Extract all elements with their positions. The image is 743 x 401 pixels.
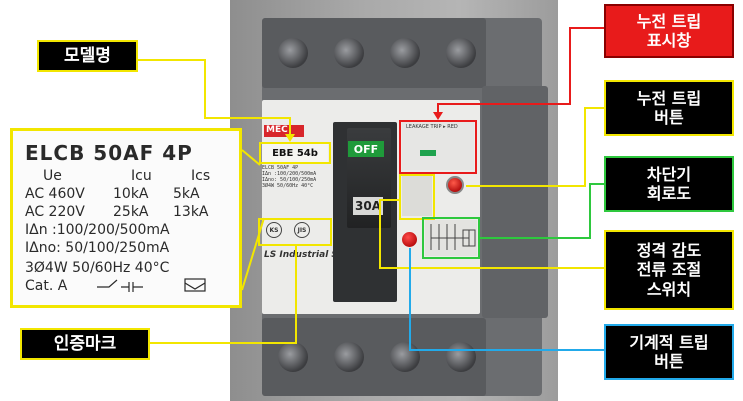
sensitivity-highlight [399, 174, 435, 220]
model-highlight [259, 142, 331, 164]
spec-closeup: ELCB 50AF 4P Ue Icu Ics AC 460V 10kA 5kA… [10, 128, 242, 308]
rating-label: 30A [353, 197, 383, 215]
leak-window-text: LEAKAGE TRIP ▸ RED [406, 124, 458, 130]
spec-row-220: AC 220V 25kA 13kA [25, 204, 209, 220]
spec-idno: IΔno: 50/100/250mA [25, 240, 170, 256]
callout-model-name: 모델명 [37, 40, 138, 72]
top-terminals [262, 18, 486, 88]
callout-leak-trip-button: 누전 트립 버튼 [604, 80, 734, 136]
leak-trip-window [402, 122, 474, 170]
model-plate: EBE 54b [262, 144, 328, 162]
leak-window-highlight [399, 120, 477, 174]
spec-idn: IΔn :100/200/500mA [25, 222, 170, 238]
bottom-terminals [262, 318, 486, 396]
callout-leak-trip-window: 누전 트립 표시창 [604, 4, 734, 58]
handle-state-label: OFF [348, 141, 384, 157]
leak-indicator [420, 150, 436, 156]
trip-curve-icon [97, 278, 206, 292]
spec-header: Ue Icu Ics [43, 168, 211, 184]
ls-logo: LS Industrial Systems [264, 250, 375, 260]
sensitivity-dial[interactable] [402, 176, 432, 216]
callout-cert-mark: 인증마크 [20, 328, 150, 360]
circuit-diagram-print [425, 220, 477, 256]
circuit-icon [430, 224, 476, 250]
spec-title: ELCB 50AF 4P [25, 141, 193, 165]
cert-marks-photo: KS JIS [266, 222, 310, 238]
mech-trip-button[interactable] [402, 232, 417, 247]
spec-row-460: AC 460V 10kA 5kA [25, 186, 200, 202]
accessory-cover [482, 86, 548, 318]
callout-circuit-diagram: 차단기 회로도 [604, 156, 734, 212]
callout-mech-trip-button: 기계적 트립 버튼 [604, 324, 734, 380]
ks-mark-icon: KS [266, 222, 282, 238]
mini-spec-text: ELCB 50AF 4P IΔn :100/200/500mA IΔno: 50… [262, 165, 317, 189]
spec-supply: 3Ø4W 50/60Hz 40°C [25, 260, 170, 276]
jis-mark-icon: JIS [294, 222, 310, 238]
brand-text: MEC [266, 125, 288, 135]
leak-trip-button[interactable] [446, 176, 464, 194]
spec-cat: Cat. A [25, 277, 229, 295]
circuit-highlight [422, 217, 480, 259]
callout-sensitivity-switch: 정격 감도 전류 조절 스위치 [604, 230, 734, 310]
